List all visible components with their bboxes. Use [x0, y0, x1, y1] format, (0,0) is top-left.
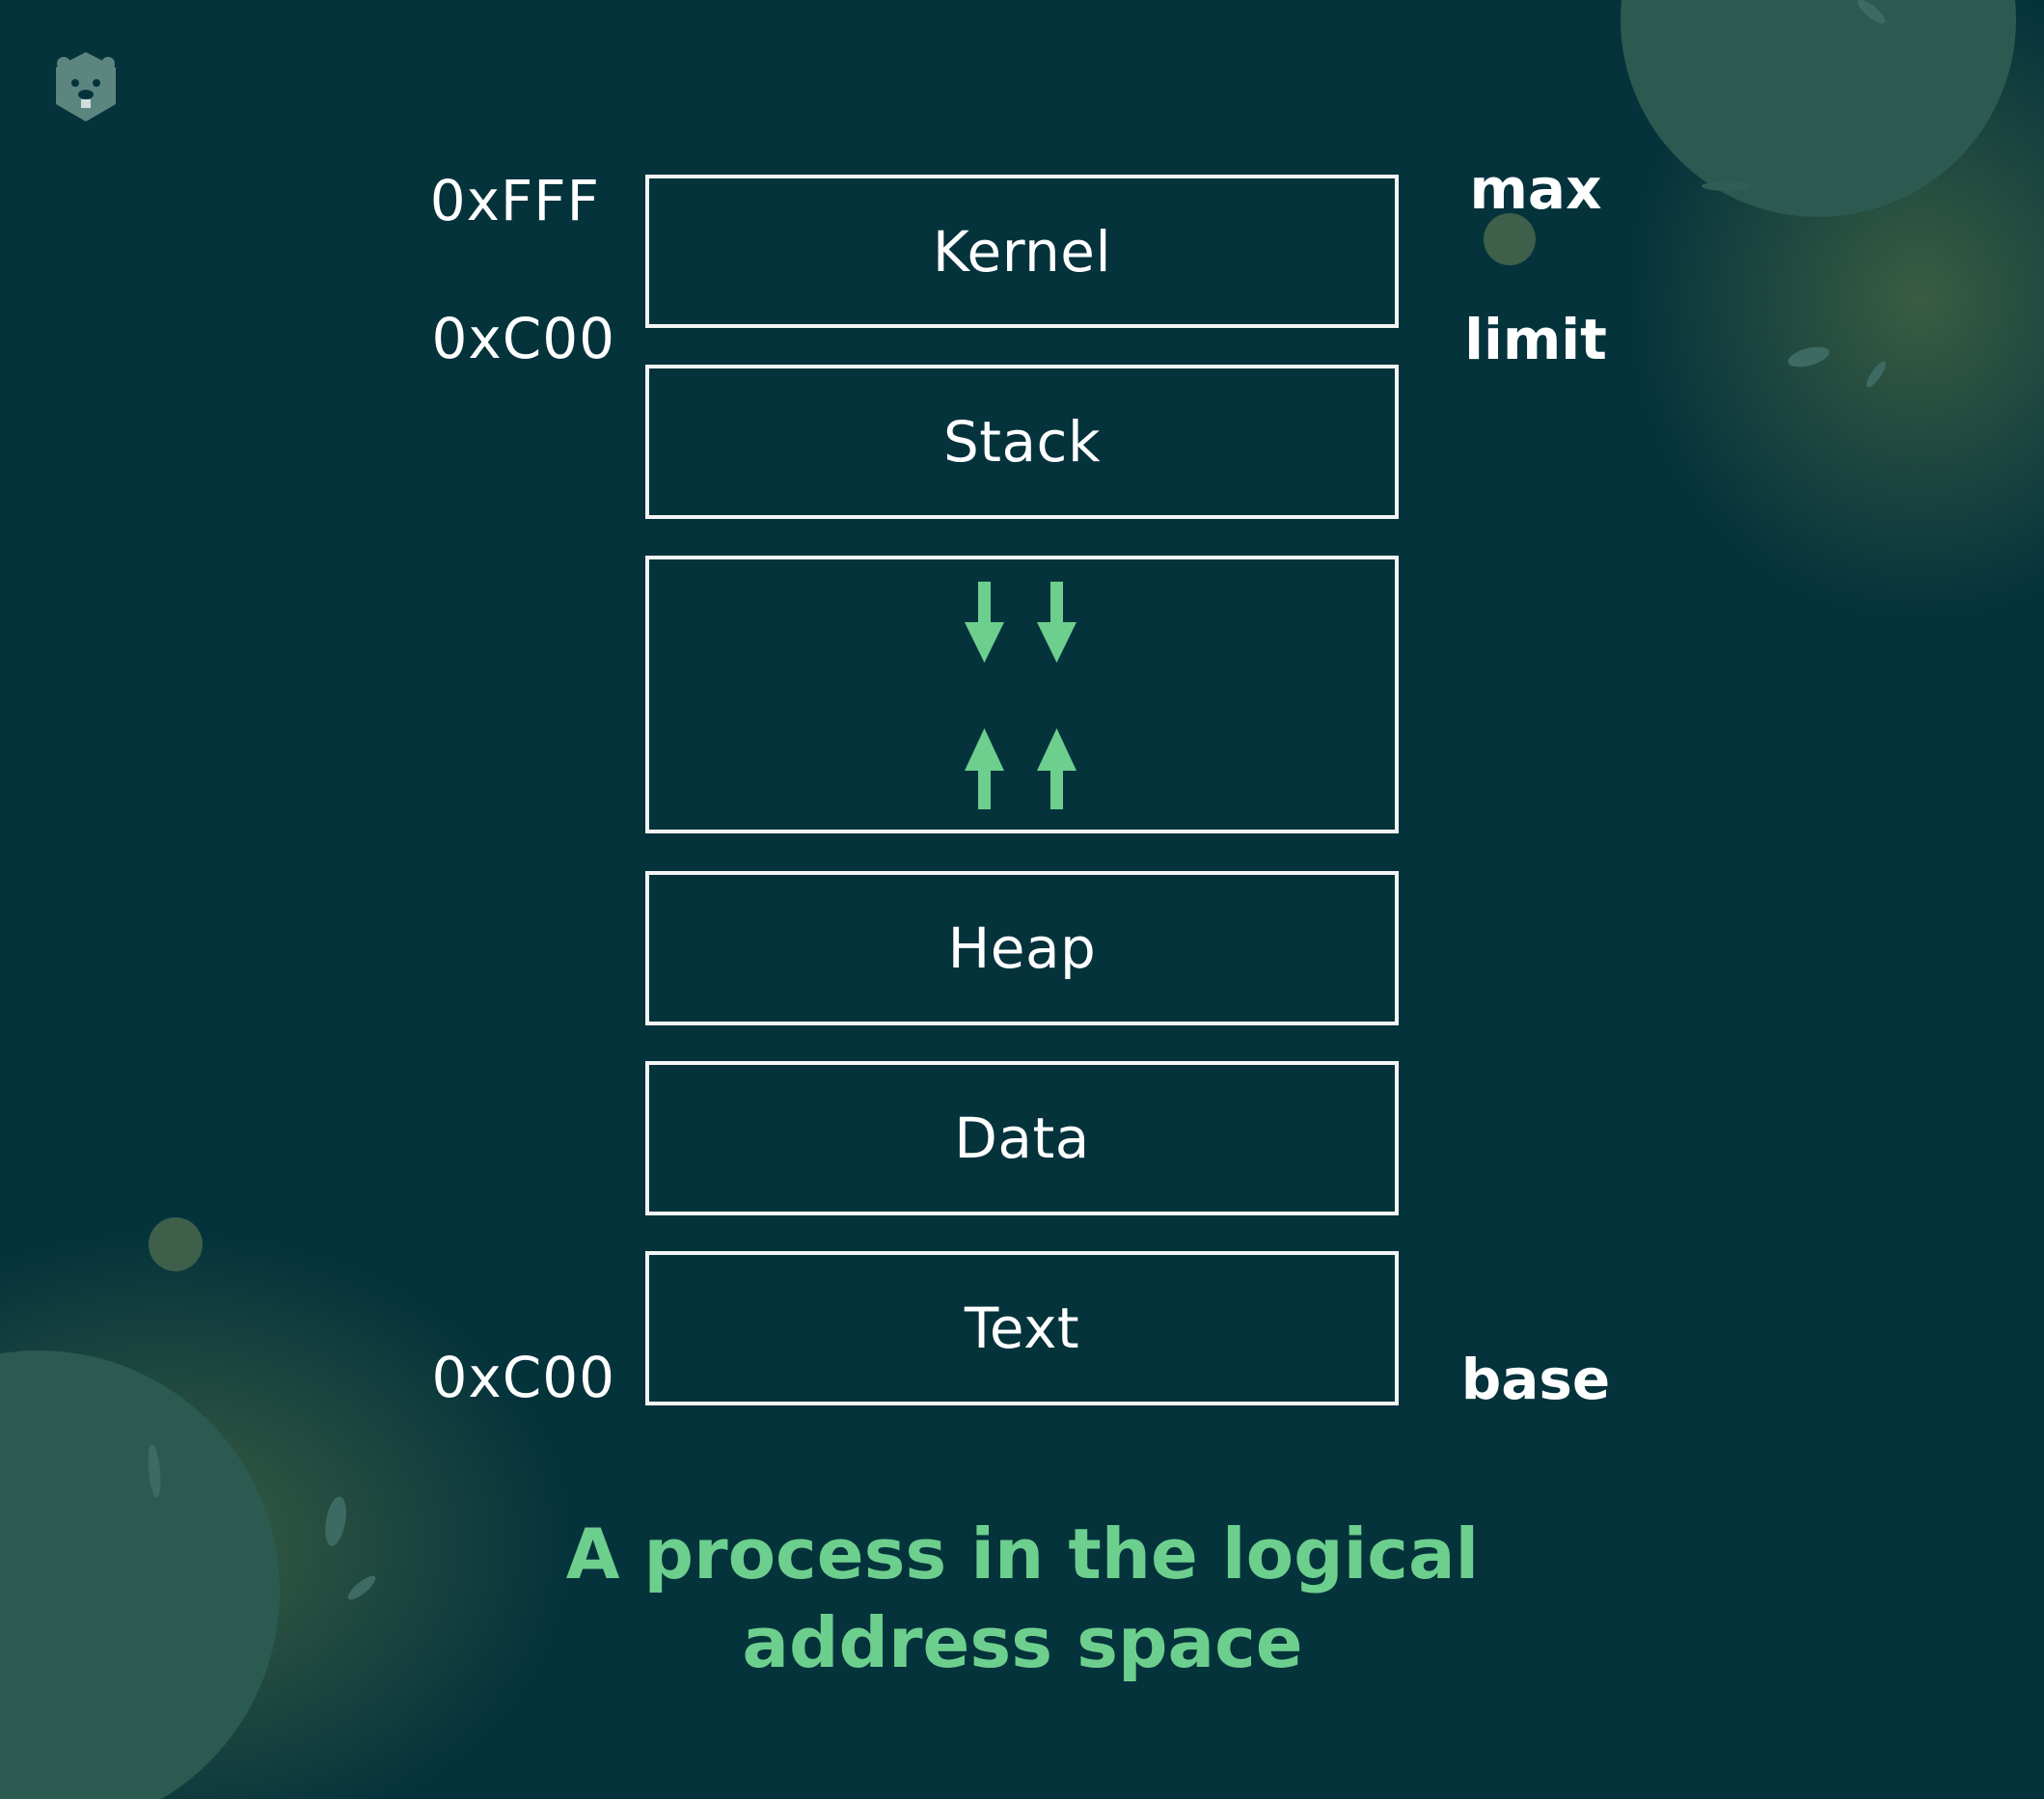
segment-data-label: Data	[954, 1105, 1090, 1171]
segment-heap: Heap	[645, 871, 1399, 1025]
marker-max: max	[1469, 156, 1602, 222]
segment-stack-label: Stack	[942, 409, 1102, 475]
arrow-up-icon	[965, 728, 1004, 809]
small-dot-bottom	[149, 1217, 203, 1271]
segment-text: Text	[645, 1251, 1399, 1405]
address-top: 0xFFF	[429, 168, 600, 233]
growth-arrows	[965, 582, 1077, 809]
arrow-down-icon	[965, 582, 1004, 663]
address-limit: 0xC00	[431, 306, 615, 371]
arrow-up-icon	[1037, 728, 1077, 809]
diagram-caption: A process in the logical address space	[540, 1510, 1505, 1687]
marker-base: base	[1460, 1347, 1611, 1412]
marker-limit: limit	[1464, 307, 1607, 372]
segment-kernel-label: Kernel	[932, 218, 1112, 285]
segment-kernel: Kernel	[645, 175, 1399, 328]
segment-data: Data	[645, 1061, 1399, 1215]
segment-free-space	[645, 556, 1399, 833]
segment-stack: Stack	[645, 365, 1399, 519]
small-dot-top	[1484, 213, 1536, 265]
caption-line-1: A process in the logical	[565, 1513, 1480, 1595]
address-bottom: 0xC00	[431, 1345, 615, 1410]
arrow-down-icon	[1037, 582, 1077, 663]
beaver-logo-icon	[56, 52, 116, 122]
segment-text-label: Text	[964, 1295, 1080, 1361]
top-right-circle	[1621, 0, 2016, 217]
bottom-left-circle	[0, 1350, 280, 1799]
caption-line-2: address space	[742, 1602, 1303, 1683]
segment-heap-label: Heap	[947, 915, 1097, 981]
